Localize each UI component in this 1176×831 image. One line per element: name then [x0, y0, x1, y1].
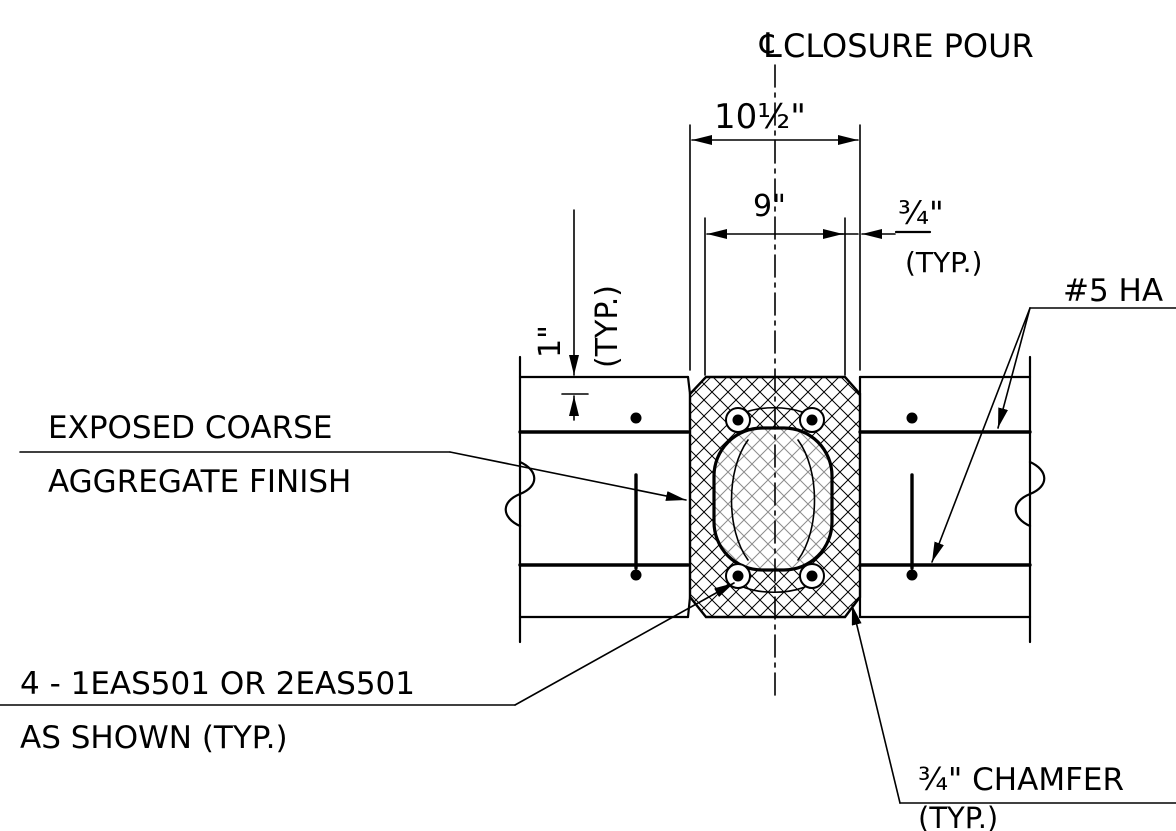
break-symbol-left [504, 460, 536, 528]
dimension-overall-width [689, 124, 861, 371]
longitudinal-bars [725, 407, 825, 589]
dimension-overall-width-label: 10½" [714, 97, 806, 137]
dimension-offset-label: ¾" [898, 194, 944, 232]
dimension-offset-fraction: ¾ [898, 194, 929, 232]
callout-bars-line1: 4 - 1EAS501 OR 2EAS501 [20, 666, 415, 702]
dimension-overall-width-whole: 10 [714, 97, 757, 137]
dimension-top-cover-value: 1" [533, 325, 568, 358]
callout-finish-leader [449, 451, 687, 501]
dimension-offset-note: (TYP.) [905, 246, 982, 279]
callout-chamfer-line1: ¾" CHAMFER [918, 762, 1124, 798]
centerline-label: CLOSURE POUR [783, 27, 1034, 65]
callout-chamfer-leader [851, 604, 901, 804]
deck-slab-right [858, 355, 1032, 644]
centerline-symbol: ℄ [759, 26, 782, 66]
callout-bars-leader [514, 582, 735, 706]
callout-finish-line2: AGGREGATE FINISH [48, 464, 351, 500]
dimension-inner-width-label: 9" [753, 189, 786, 224]
dimension-inner-width [704, 217, 846, 376]
callout-chamfer-line2: (TYP.) [918, 801, 998, 831]
dimension-top-cover [519, 209, 589, 421]
callout-hairpin-leader [931, 307, 1176, 563]
callout-bars-line2: AS SHOWN (TYP.) [20, 720, 288, 756]
callout-finish-line1: EXPOSED COARSE [48, 410, 332, 446]
deck-slab-left [518, 355, 690, 644]
callout-hairpin-label: #5 HA [1063, 273, 1163, 309]
dimension-overall-width-unit: " [790, 97, 806, 137]
break-symbol-right [1014, 460, 1046, 528]
dimension-overall-width-fraction: ½ [757, 97, 790, 137]
dimension-top-cover-note: (TYP.) [590, 285, 625, 368]
dimension-offset-unit: " [929, 194, 944, 232]
svg-text:℄: ℄ [759, 26, 782, 66]
